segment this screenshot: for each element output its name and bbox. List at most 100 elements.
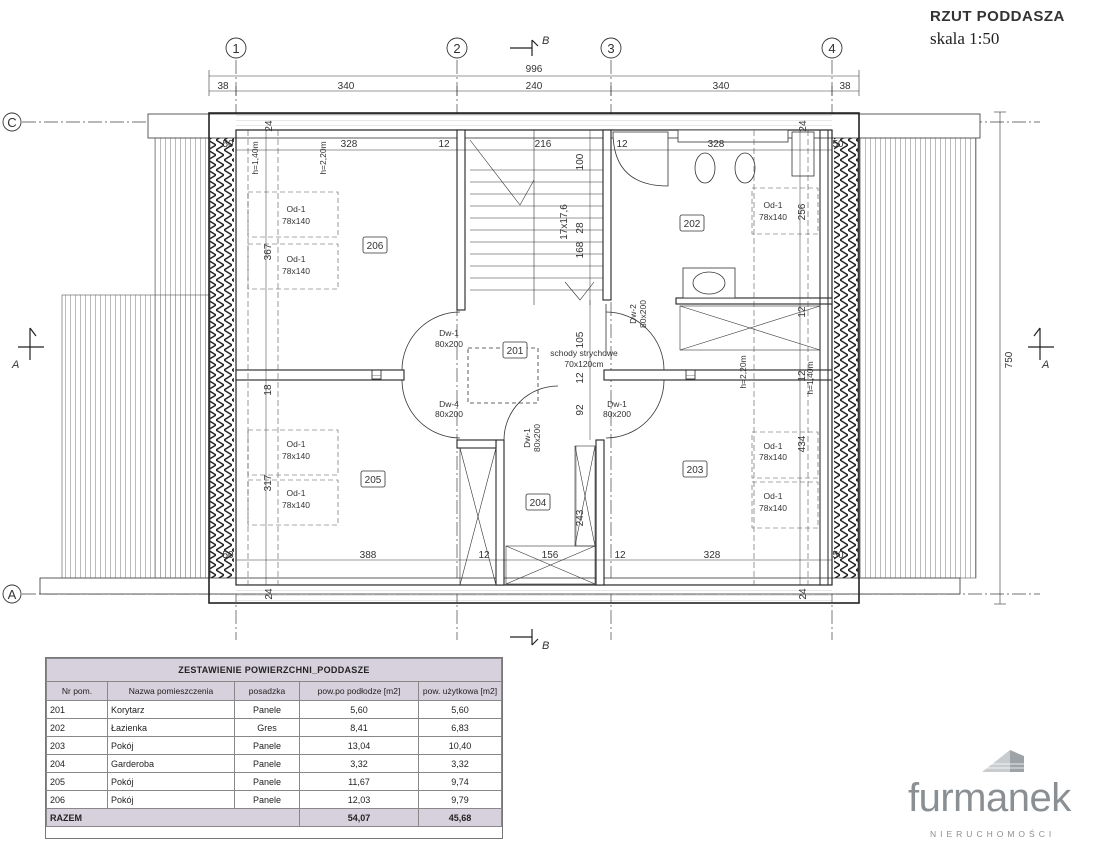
dim-wall-12-g: 12 [797, 370, 808, 382]
dim-wall-24-bl: 24 [264, 588, 275, 600]
dim-chain-4: 38 [839, 81, 851, 92]
cell-number: 204 [46, 754, 108, 773]
total-label: RAZEM [46, 808, 300, 827]
axis-bubble-a [2, 584, 22, 604]
dim-wall-12-c: 12 [478, 550, 490, 561]
dim-wall-18: 18 [263, 384, 274, 396]
section-b-label-bottom: B [542, 640, 549, 650]
toilet [694, 152, 716, 184]
cell-name: Garderoba [107, 754, 235, 773]
dim-chain-1: 340 [338, 81, 355, 92]
height-206-140: h=1,40m [250, 141, 260, 174]
cell-name: Pokój [107, 736, 235, 755]
cell-usable-area: 6,83 [418, 718, 502, 737]
dim-wall-50-tl: 50 [222, 139, 234, 150]
chimney-vents [371, 369, 696, 380]
door-205-label: Dw-4 [439, 399, 459, 409]
axis-label-c: C [7, 115, 16, 130]
door-204-size: 80x200 [532, 424, 542, 452]
window-206b-label: Od-1 [287, 254, 306, 264]
dim-wall-50-bl: 50 [222, 550, 234, 561]
axis-label-3: 3 [607, 41, 614, 56]
dim-room203-h: 434 [797, 435, 808, 452]
cell-usable-area: 5,60 [418, 700, 502, 719]
cell-floor-area: 3,32 [299, 754, 419, 773]
cell-number: 202 [46, 718, 108, 737]
door-203-size: 80x200 [603, 409, 631, 419]
wall-204-right [595, 439, 605, 586]
cell-floor: Panele [234, 700, 300, 719]
dim-wall-12-f: 12 [797, 306, 808, 318]
height-lines [247, 130, 809, 585]
dim-corridor-92: 92 [575, 404, 586, 416]
dim-overall-width: 996 [526, 64, 543, 75]
window-205a-size: 78x140 [282, 451, 310, 461]
col-header-floor: posadzka [234, 681, 300, 701]
dim-chain-3: 340 [713, 81, 730, 92]
axis-label-2: 2 [453, 41, 460, 56]
col-header-usable-area: pow. użytkowa [m2] [418, 681, 502, 701]
internal-dimension-lines [236, 130, 832, 585]
dim-room206-w: 328 [341, 139, 358, 150]
section-a-left [18, 327, 44, 360]
cell-floor-area: 8,41 [299, 718, 419, 737]
building-logo-icon [982, 750, 1024, 772]
dim-wall-50-br: 50 [832, 550, 844, 561]
floor-plan: 1 2 3 4 C A B B A A 996 38 340 240 34 [2, 35, 1054, 650]
roof-right [857, 137, 977, 579]
cell-floor: Panele [234, 772, 300, 791]
cell-floor: Gres [234, 718, 300, 737]
door-206-size: 80x200 [435, 339, 463, 349]
axis-label-4: 4 [828, 41, 835, 56]
cell-usable-area: 10,40 [418, 736, 502, 755]
cell-floor-area: 12,03 [299, 790, 419, 809]
cell-number: 203 [46, 736, 108, 755]
dim-room205-h: 317 [263, 474, 274, 491]
window-203a-size: 78x140 [759, 452, 787, 462]
table-row: 206 Pokój Panele 12,03 9,79 [46, 790, 502, 809]
cell-floor: Panele [234, 736, 300, 755]
height-203-220: h=2,20m [738, 355, 748, 388]
table-row: 205 Pokój Panele 11,67 9,74 [46, 772, 502, 791]
door-206-label: Dw-1 [439, 328, 459, 338]
section-a-label-right: A [1041, 359, 1049, 371]
brand-tagline: NIERUCHOMOŚCI [930, 829, 1056, 839]
axis-bubble-3 [600, 37, 622, 59]
room-204-number: 204 [530, 498, 547, 509]
area-table-title: ZESTAWIENIE POWIERZCHNI_PODDASZE [46, 658, 502, 681]
radiator [791, 131, 815, 177]
window-206a-size: 78x140 [282, 216, 310, 226]
bathroom-fixtures [612, 129, 815, 299]
external-walls [208, 112, 860, 604]
col-header-number: Nr pom. [46, 681, 108, 701]
table-row: 201 Korytarz Panele 5,60 5,60 [46, 700, 502, 719]
axis-bubble-4 [821, 37, 843, 59]
cell-floor-area: 5,60 [299, 700, 419, 719]
washbasin [692, 271, 726, 295]
room-203-number: 203 [687, 465, 704, 476]
insulation-left [210, 138, 234, 578]
room-206-number: 206 [367, 241, 384, 252]
insulation-right [834, 138, 858, 578]
col-header-floor-area: pow.po podłodze [m2] [299, 681, 419, 701]
cell-usable-area: 9,79 [418, 790, 502, 809]
axis-bubble-c [2, 112, 22, 132]
table-total-row: RAZEM 54,07 45,68 [46, 808, 502, 827]
window-202-label: Od-1 [764, 200, 783, 210]
dim-room202-w: 328 [708, 139, 725, 150]
staircase [469, 130, 603, 305]
dim-stair-168: 168 [575, 241, 586, 258]
dim-wall-12-e: 12 [575, 372, 586, 384]
dim-wall-12-d: 12 [614, 550, 626, 561]
cell-usable-area: 3,32 [418, 754, 502, 773]
cell-number: 205 [46, 772, 108, 791]
cell-number: 201 [46, 700, 108, 719]
section-markers [18, 39, 1054, 646]
cell-floor-area: 11,67 [299, 772, 419, 791]
attic-stairs-label: schody strychowe [550, 348, 618, 358]
dim-wall-12-a: 12 [438, 139, 450, 150]
dim-wall-12-b: 12 [616, 139, 628, 150]
wall-stair-left [456, 129, 466, 311]
height-206-220: h=2,20m [318, 141, 328, 174]
door-204-label: Dw-1 [522, 428, 532, 448]
